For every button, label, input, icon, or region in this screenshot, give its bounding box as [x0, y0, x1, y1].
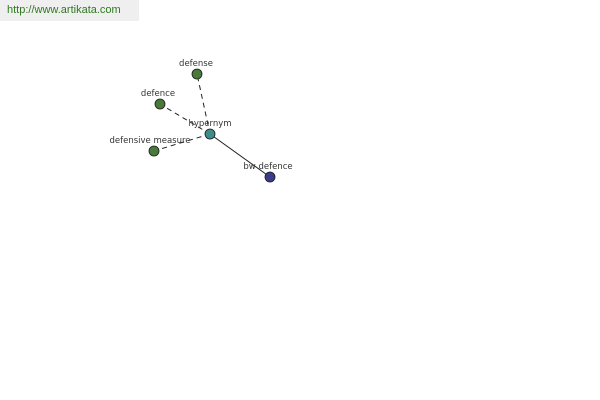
edge-hypernym-defence [159, 103, 211, 135]
node-label-defensive-measure[interactable]: defensive measure [109, 136, 190, 146]
node-label-defense[interactable]: defense [179, 59, 213, 69]
node-label-hypernym[interactable]: hypernym [188, 119, 231, 129]
graph-nodes [148, 68, 276, 183]
graph-labels: defense defence defensive measure hypernym b… [109, 59, 292, 172]
node-defensive-measure[interactable] [148, 145, 160, 157]
node-label-defence[interactable]: defence [141, 89, 175, 99]
site-url-link[interactable]: http://www.artikata.com [0, 0, 139, 21]
edge-hypernym-defensive_measure [153, 133, 211, 152]
node-bw-defence[interactable] [264, 171, 276, 183]
edge-hypernym-defense [196, 73, 211, 135]
node-defence[interactable] [154, 98, 166, 110]
node-defense[interactable] [191, 68, 203, 80]
node-label-bw-defence[interactable]: bw defence [243, 162, 292, 172]
graph-edges [153, 73, 271, 178]
edge-hypernym-bw_defence [209, 133, 271, 178]
node-hypernym[interactable] [204, 128, 216, 140]
